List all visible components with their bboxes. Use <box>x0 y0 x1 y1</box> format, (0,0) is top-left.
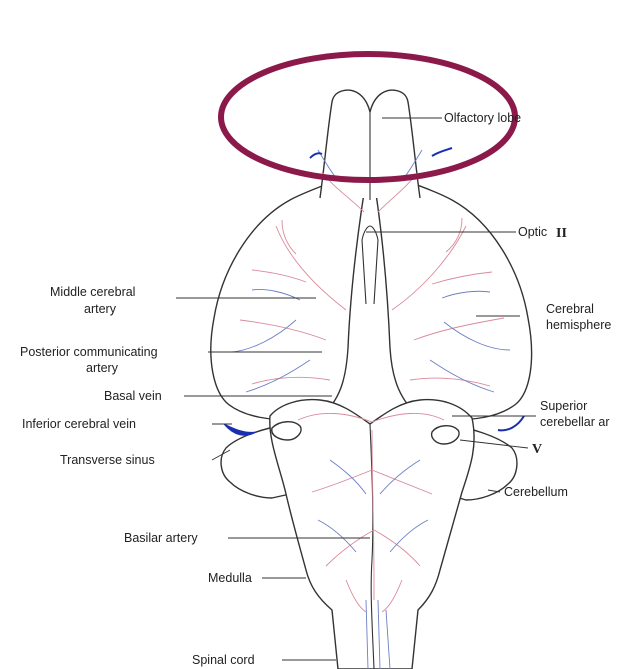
label-posterior-communicating: Posterior communicating <box>20 345 158 359</box>
label-posterior-communicating-artery: artery <box>86 361 119 375</box>
left-cerebral-hemisphere <box>211 168 368 420</box>
optic-chiasm <box>362 226 378 304</box>
transverse-sinus-right <box>498 416 524 430</box>
label-superior: Superior <box>540 399 587 413</box>
label-optic-numeral: II <box>556 226 567 241</box>
right-cerebral-hemisphere <box>372 168 532 420</box>
label-middle-cerebral-artery: artery <box>84 302 117 316</box>
label-basilar-artery: Basilar artery <box>124 531 198 545</box>
label-inferior-cerebral-vein: Inferior cerebral vein <box>22 417 136 431</box>
label-cerebellar-ar: cerebellar ar <box>540 415 609 429</box>
trigeminal-nerve-left <box>272 422 301 440</box>
label-optic: Optic <box>518 225 547 239</box>
label-cerebellum: Cerebellum <box>504 485 568 499</box>
label-olfactory-lobe: Olfactory lobe <box>444 111 521 125</box>
label-medulla: Medulla <box>208 571 252 585</box>
label-basal-vein: Basal vein <box>104 389 162 403</box>
transverse-sinus-left <box>224 424 256 435</box>
label-hemisphere: hemisphere <box>546 318 611 332</box>
label-middle-cerebral: Middle cerebral <box>50 285 135 299</box>
label-spinal-cord: Spinal cord <box>192 653 255 667</box>
trigeminal-nerve-right <box>432 426 459 444</box>
label-cerebral: Cerebral <box>546 302 594 316</box>
label-transverse-sinus: Transverse sinus <box>60 453 155 467</box>
label-trigeminal: V <box>532 442 542 457</box>
